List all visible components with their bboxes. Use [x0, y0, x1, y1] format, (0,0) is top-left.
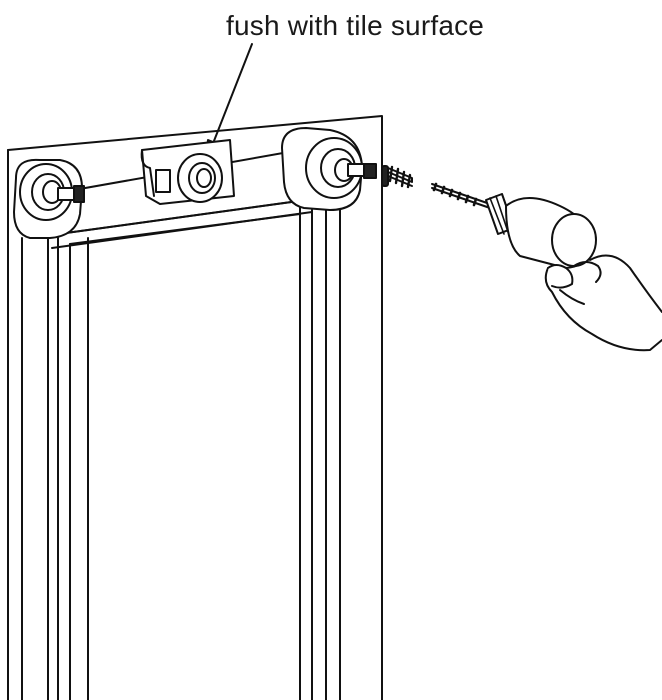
callout-label: fush with tile surface — [226, 10, 485, 41]
wall-bracket-right — [282, 128, 376, 210]
door-frame — [40, 150, 340, 700]
drill-icon — [486, 194, 596, 268]
middle-bracket — [142, 140, 234, 204]
wall-panel — [8, 116, 382, 700]
drill-bit-icon — [432, 184, 490, 208]
hand-icon — [546, 256, 662, 351]
screw-icon — [382, 166, 412, 187]
wall-bracket-icon — [14, 160, 84, 238]
